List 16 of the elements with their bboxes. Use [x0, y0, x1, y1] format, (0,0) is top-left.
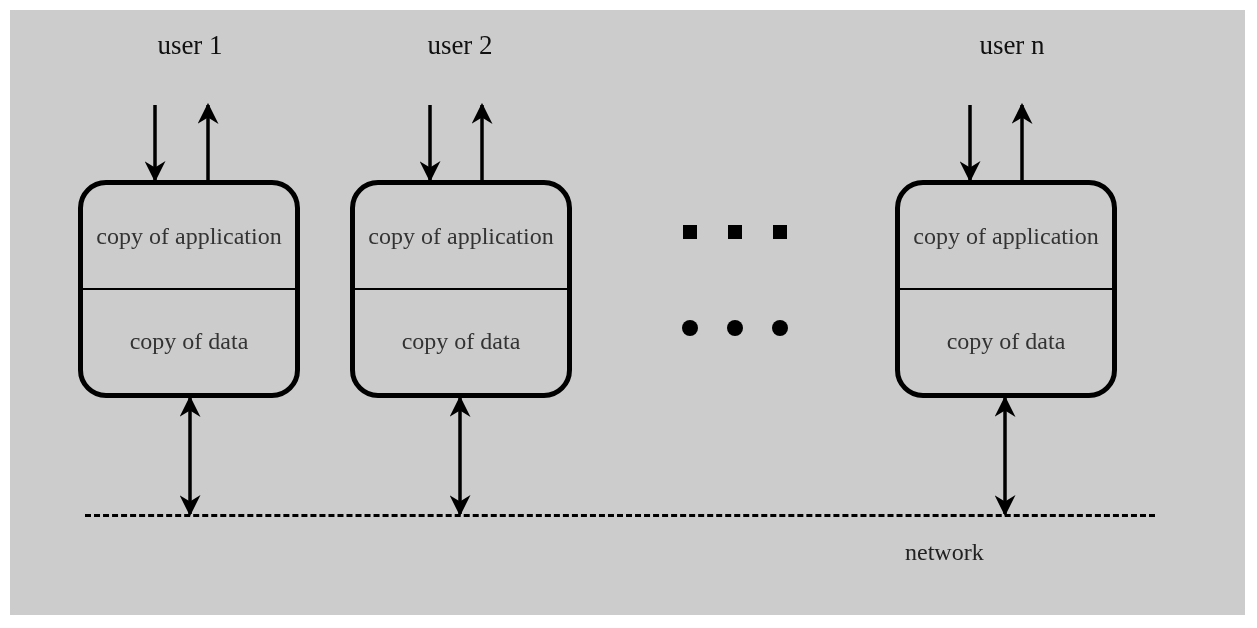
box-text: copy of application: [913, 223, 1099, 250]
box-text: copy of application: [96, 223, 282, 250]
user-label: user n: [962, 30, 1062, 105]
process-box: [78, 180, 300, 398]
arrow: [1011, 102, 1033, 180]
user-label: user 2: [410, 30, 510, 105]
arrow: [471, 102, 493, 180]
arrow: [197, 102, 219, 180]
box-text: copy of data: [946, 328, 1066, 355]
box-text: copy of data: [129, 328, 249, 355]
network-label: network: [905, 539, 984, 566]
user-label: user 1: [140, 30, 240, 105]
process-box: [350, 180, 572, 398]
box-text: copy of application: [368, 223, 554, 250]
process-box: [895, 180, 1117, 398]
box-text: copy of data: [401, 328, 521, 355]
